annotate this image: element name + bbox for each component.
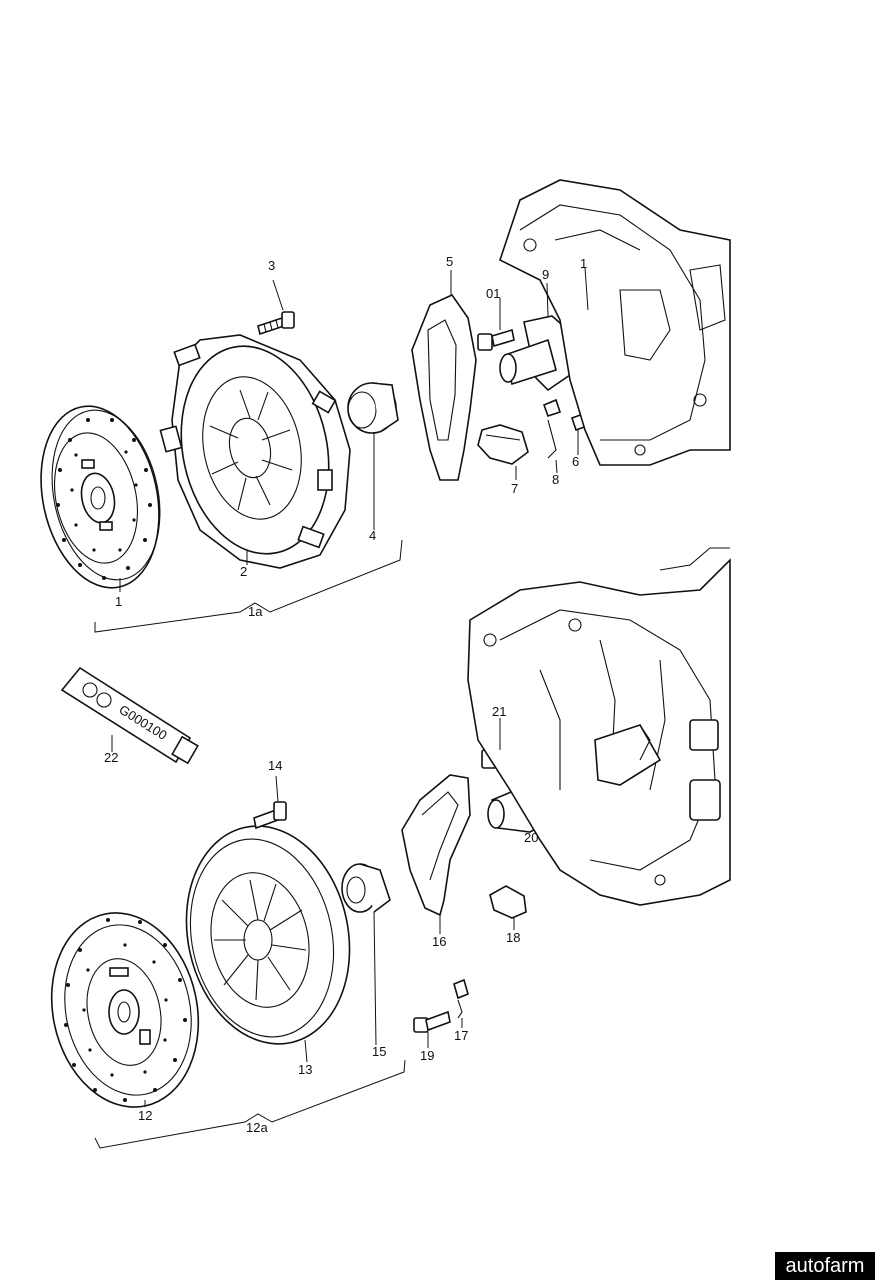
label-oring-1: 1 — [580, 256, 587, 271]
label-1a: 1a — [248, 604, 263, 619]
leaders-lower — [111, 718, 533, 1107]
spring-clip-17 — [453, 978, 469, 1019]
label-18: 18 — [506, 930, 520, 945]
label-17: 17 — [454, 1028, 468, 1043]
bolt-14 — [253, 801, 287, 830]
label-12a: 12a — [246, 1120, 268, 1135]
label-6a: 6 — [572, 454, 579, 469]
label-21: 21 — [492, 704, 506, 719]
label-20: 20 — [524, 830, 538, 845]
label-3: 3 — [268, 258, 275, 273]
bolt-19 — [413, 1010, 451, 1033]
label-15: 15 — [372, 1044, 386, 1059]
pressure-plate-lower — [185, 825, 351, 1045]
label-01: 01 — [486, 286, 500, 301]
label-16: 16 — [432, 934, 446, 949]
gearbox-housing-upper — [499, 179, 731, 466]
label-2: 2 — [240, 564, 247, 579]
label-8: 8 — [552, 472, 559, 487]
label-1: 1 — [115, 594, 122, 609]
label-19: 19 — [420, 1048, 434, 1063]
label-22: 22 — [104, 750, 118, 765]
label-13: 13 — [298, 1062, 312, 1077]
autofarm-watermark: autofarm — [775, 1252, 875, 1280]
bracket-12a — [94, 1059, 406, 1149]
label-7: 7 — [511, 481, 518, 496]
clip-18 — [489, 885, 527, 919]
bolt-01 — [477, 328, 515, 351]
label-12: 12 — [138, 1108, 152, 1123]
clutch-disc-upper — [40, 405, 161, 589]
gearbox-housing-lower — [467, 547, 731, 906]
label-9: 9 — [542, 267, 549, 282]
bracket-1a — [94, 539, 403, 633]
grease-tube-22: G000100 — [60, 666, 199, 765]
release-bearing-lower — [341, 863, 391, 913]
guide-sleeve-9 — [499, 315, 571, 392]
pressure-plate-upper — [159, 334, 351, 569]
spring-clip-8 — [542, 398, 562, 459]
release-lever-upper — [411, 293, 477, 481]
bolt-3 — [257, 311, 295, 336]
release-lever-lower — [401, 774, 471, 917]
release-bearing-upper — [347, 382, 399, 434]
label-14: 14 — [268, 758, 282, 773]
label-4: 4 — [369, 528, 376, 543]
label-5: 5 — [446, 254, 453, 269]
callout-labels: 1 1a 2 3 4 5 01 9 1 6 7 8 22 14 21 20 16… — [104, 254, 587, 1135]
clip-7 — [477, 424, 529, 465]
leaders-upper — [119, 267, 589, 592]
